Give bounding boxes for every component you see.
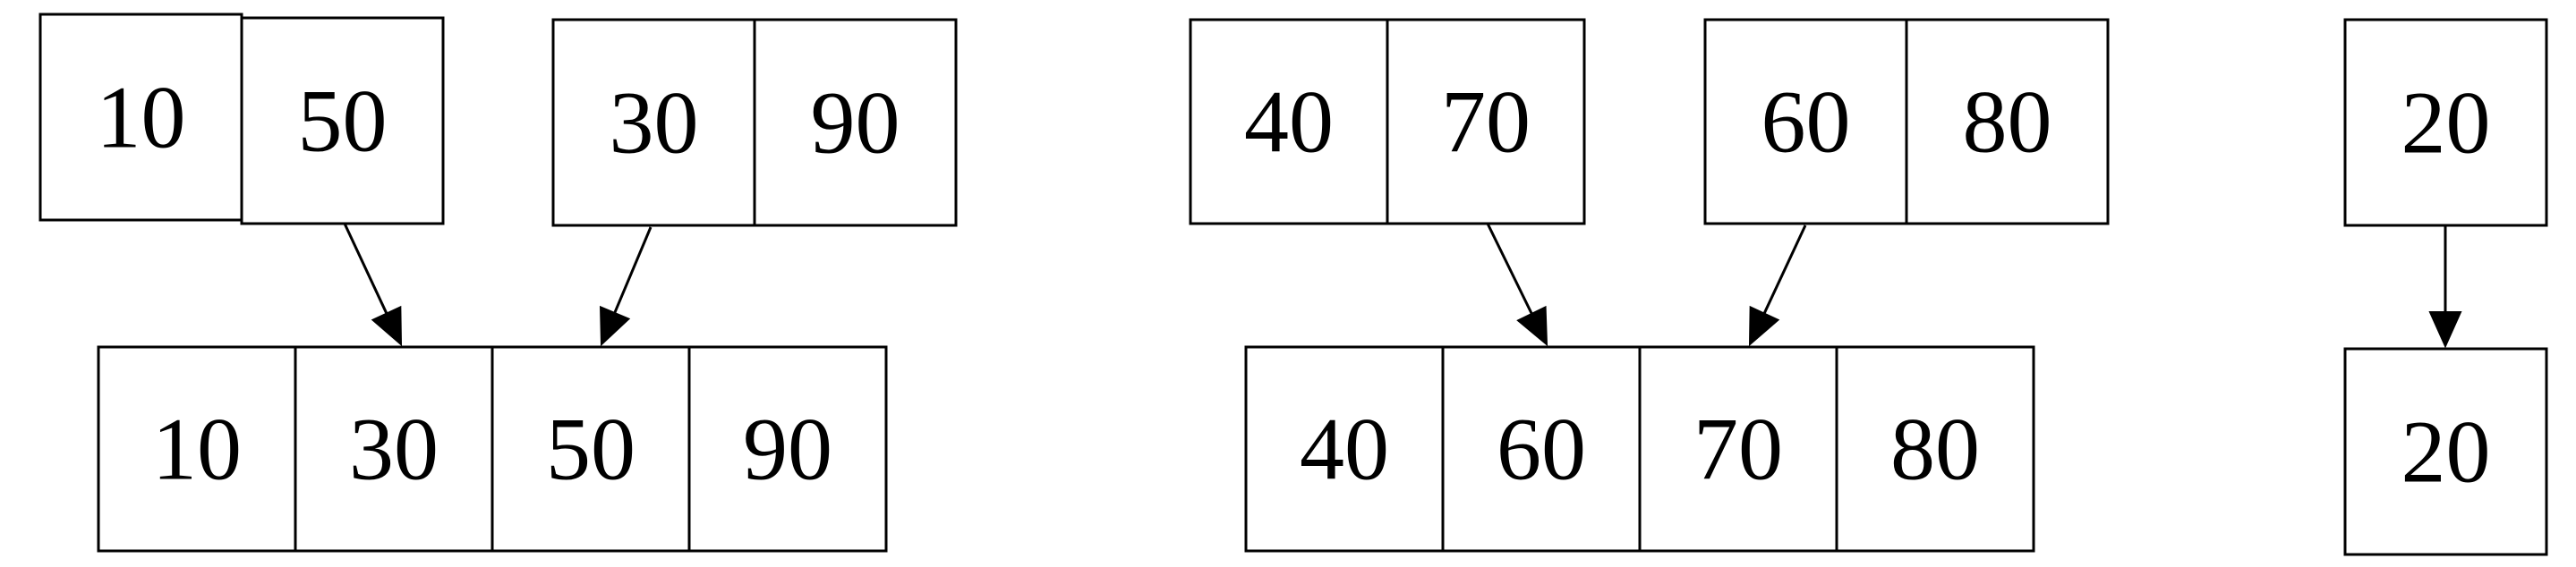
merged-array-cell-value: 50	[546, 400, 635, 499]
merged-array-cell-box	[1441, 345, 1642, 553]
merged-array-cell-box	[294, 345, 494, 553]
input-array: 10 50	[38, 13, 445, 225]
input-array-cell-box	[1386, 18, 1586, 225]
input-array: 30 90	[551, 18, 958, 227]
input-array-cell-box	[2343, 18, 2548, 227]
input-array-cell-box	[551, 18, 756, 227]
input-array: 40 70	[1189, 18, 1586, 225]
input-array-cell-box	[1905, 18, 2110, 225]
merged-array-cell-value: 20	[2401, 402, 2491, 502]
input-array: 20	[2343, 18, 2548, 227]
merge-arrow	[600, 226, 653, 347]
input-array-cell-box	[753, 18, 958, 227]
input-array-cell-box	[38, 13, 243, 222]
merged-array-cell-value: 30	[349, 400, 439, 499]
merged-array-cell-box	[97, 345, 297, 553]
merge-arrow-arrowhead	[2428, 311, 2462, 349]
merge-arrow-shaft	[1762, 224, 1807, 315]
merge-arrow-shaft	[613, 226, 653, 314]
input-array-cell-value: 10	[97, 68, 186, 167]
merged-array: 10 30 50 90	[97, 345, 888, 553]
input-array-cell-value: 50	[298, 72, 388, 171]
input-array: 60 80	[1703, 18, 2110, 225]
merge-arrow	[343, 223, 403, 347]
merge-arrow	[2428, 225, 2462, 349]
input-array-cell-value: 70	[1441, 72, 1531, 172]
input-array-cell-value: 60	[1761, 72, 1851, 172]
merge-arrow	[1486, 223, 1548, 347]
merge-arrow-arrowhead	[1748, 305, 1780, 347]
input-array-cell-value: 30	[610, 73, 699, 173]
merge-arrow	[1748, 224, 1807, 347]
merge-arrow-shaft	[1486, 223, 1533, 315]
merged-array-cell-value: 90	[743, 400, 832, 499]
merged-array-cell-box	[490, 345, 691, 553]
merge-arrow-arrowhead	[1516, 305, 1548, 347]
merged-array-cell-box	[1244, 345, 1445, 553]
merged-array: 40 60 70 80	[1244, 345, 2035, 553]
merged-array: 20	[2343, 347, 2548, 556]
input-array-cell-value: 20	[2401, 73, 2491, 173]
input-array-cell-value: 80	[1963, 72, 2052, 172]
merged-array-cell-box	[687, 345, 888, 553]
merged-array-cell-value: 10	[152, 400, 242, 499]
input-array-cell-value: 90	[811, 73, 900, 173]
merged-array-cell-box	[2343, 347, 2548, 556]
merge-arrow-arrowhead	[371, 305, 403, 347]
merged-array-cell-value: 70	[1693, 400, 1783, 499]
merged-array-cell-value: 40	[1300, 400, 1389, 499]
merge-arrow-arrowhead	[600, 305, 631, 347]
merged-array-cell-value: 60	[1497, 400, 1586, 499]
input-array-cell-box	[240, 16, 445, 225]
input-array-cell-value: 40	[1244, 72, 1334, 172]
input-array-cell-box	[1189, 18, 1389, 225]
merged-array-cell-value: 80	[1890, 400, 1980, 499]
merge-arrow-shaft	[343, 223, 388, 315]
merged-array-cell-box	[1835, 345, 2035, 553]
